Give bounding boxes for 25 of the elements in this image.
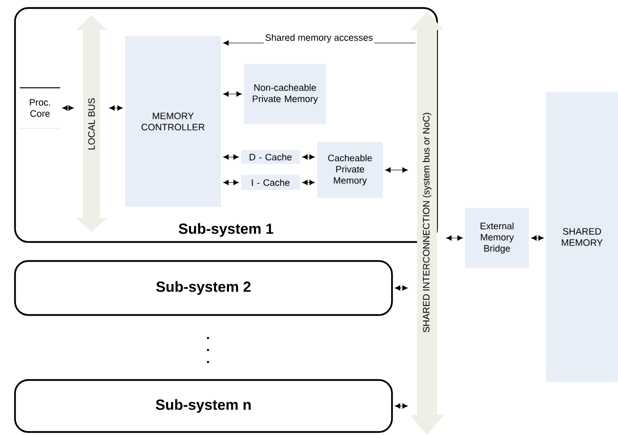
memory-block: SHARED MEMORY [546, 92, 618, 382]
subsystem-box: Sub-system n [14, 379, 393, 433]
arrow [62, 105, 74, 111]
arrow [446, 235, 463, 241]
edge-label: Shared memory accesses [264, 32, 374, 44]
memory-block: Cacheable Private Memory [317, 142, 383, 198]
memory-block: External Memory Bridge [465, 208, 529, 268]
core-block: Proc. Core [19, 87, 61, 129]
arrow [385, 167, 408, 173]
arrow [223, 91, 242, 97]
subsystem-box: Sub-system 2 [14, 260, 393, 316]
arrow [394, 285, 408, 291]
arrow [223, 180, 239, 186]
arrow [531, 235, 544, 241]
arrow [302, 180, 315, 186]
arrow [394, 403, 408, 409]
arrow [302, 154, 315, 160]
memory-block: D - Cache [241, 150, 300, 164]
memory-block: I - Cache [241, 175, 300, 190]
bus-band: SHARED INTERCONNECTION (system bus or NoC) [410, 12, 444, 435]
arrow [109, 105, 123, 111]
arrow [223, 154, 239, 160]
memory-block: MEMORY CONTROLLER [125, 36, 221, 207]
bus-band: LOCAL BUS [76, 15, 107, 232]
memory-block: Non-cacheable Private Memory [244, 64, 326, 124]
